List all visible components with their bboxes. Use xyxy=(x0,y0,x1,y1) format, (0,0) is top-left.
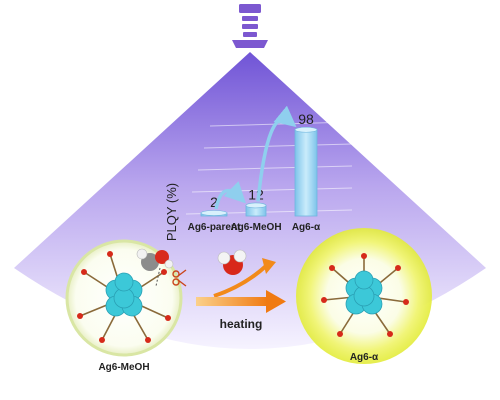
heating-arrow-body xyxy=(196,297,268,306)
water-release-arrow-head-icon xyxy=(262,258,276,274)
ag6-meoh-cluster: Ag6-MeOH xyxy=(65,239,187,373)
chart-category-label-0: Ag6-parent xyxy=(188,222,241,233)
ag6-alpha-core-icon xyxy=(345,270,383,315)
chart-value-label-1: 12 xyxy=(248,186,264,202)
water-molecule-icon xyxy=(217,249,247,275)
heating-transition: heating xyxy=(196,249,286,331)
methanol-molecule-icon xyxy=(136,248,174,287)
ag6-alpha-oxygen-icon xyxy=(321,253,409,337)
chart-value-label-2: 98 xyxy=(298,111,314,127)
chart-trend-arrows xyxy=(214,105,297,210)
ag6-meoh-label: Ag6-MeOH xyxy=(98,362,149,373)
heating-arrow-head-icon xyxy=(266,290,286,313)
chart-category-label-2: Ag6-α xyxy=(292,222,321,233)
water-release-arrow xyxy=(213,264,268,298)
chart-bar-cap-1 xyxy=(245,202,267,209)
scissors-icon xyxy=(172,269,187,287)
ag6-alpha-cluster: Ag6-α xyxy=(296,228,432,364)
chart-trend-arrow-0 xyxy=(214,181,246,210)
chart-trend-arrow-1 xyxy=(256,105,297,202)
chart-y-axis-label: PLQY (%) xyxy=(164,183,179,241)
chart-gridline xyxy=(191,187,353,193)
chart-bar-cap-2 xyxy=(294,126,318,133)
chart-bar-cap-0 xyxy=(200,210,228,216)
chart-gridline xyxy=(203,143,353,149)
ag6-alpha-label: Ag6-α xyxy=(350,352,379,363)
chart-gridline xyxy=(197,165,353,171)
heating-label: heating xyxy=(220,317,263,331)
chart-bar-2 xyxy=(294,129,318,217)
chart-value-label-0: 2 xyxy=(210,194,218,210)
lamp-icon xyxy=(232,4,268,48)
ag6-meoh-oxygen-icon xyxy=(77,251,171,343)
chart-category-label-1: Ag6-MeOH xyxy=(230,222,281,233)
ag6-meoh-core-icon xyxy=(105,272,143,317)
